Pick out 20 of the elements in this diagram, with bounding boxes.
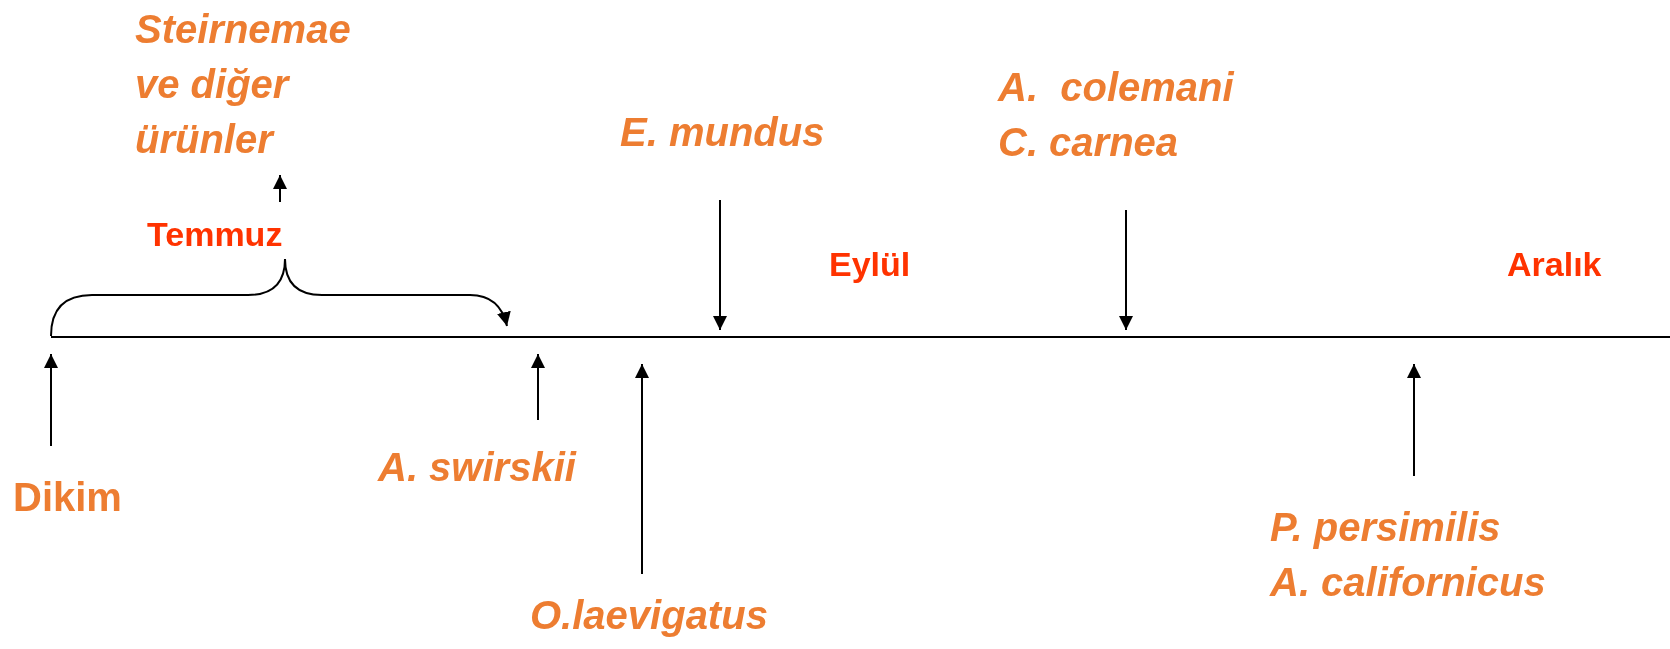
arrow <box>44 353 58 447</box>
arrow <box>635 363 649 575</box>
month-label: Temmuz <box>147 214 283 254</box>
arrow <box>273 174 287 203</box>
species-label: A. colemani <box>998 64 1234 111</box>
arrow <box>1119 209 1133 331</box>
species-label: A. californicus <box>1270 559 1546 606</box>
month-label: Eylül <box>829 244 911 284</box>
planting-label: Dikim <box>13 470 122 525</box>
species-label: O.laevigatus <box>530 588 768 643</box>
month-label: Aralık <box>1507 244 1602 284</box>
arrow <box>713 199 727 331</box>
arrow <box>531 353 545 421</box>
timeline-line <box>51 336 1670 338</box>
species-label: A. swirskii <box>378 440 576 495</box>
species-label: P. persimilis <box>1270 504 1502 551</box>
species-label: C. carnea <box>998 119 1180 166</box>
species-label: E. mundus <box>620 105 825 160</box>
arrow <box>1407 363 1421 477</box>
species-label: Steirnemae ve diğer ürünler <box>135 2 405 167</box>
